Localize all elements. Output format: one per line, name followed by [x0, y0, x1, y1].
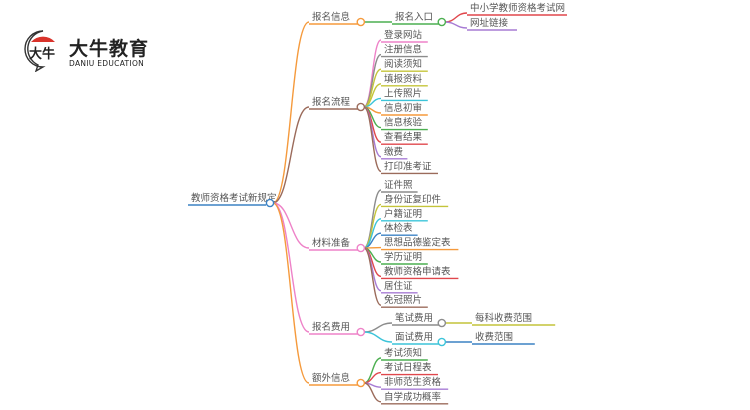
child-node-label[interactable]: 证件照 — [384, 179, 413, 191]
leaf-node-label[interactable]: 网址链接 — [470, 17, 509, 29]
child-node-label[interactable]: 打印准考证 — [384, 160, 432, 172]
leaf-node-label[interactable]: 中小学教师资格考试网 — [470, 2, 565, 14]
child-node-label[interactable]: 查看结果 — [384, 131, 423, 143]
child-node-label[interactable]: 考试须知 — [384, 347, 422, 359]
child-node-label[interactable]: 居住证 — [384, 280, 413, 292]
child-node-label[interactable]: 信息核验 — [384, 117, 423, 129]
child-node-label[interactable]: 阅读须知 — [384, 58, 422, 70]
expand-collapse-toggle[interactable] — [437, 318, 447, 328]
logo-mark-text: 大牛 — [29, 46, 55, 62]
branch-node-label[interactable]: 报名费用 — [312, 321, 350, 333]
brand-logo: 大牛 大牛教育 DANIU EDUCATION — [22, 28, 182, 72]
branch-connector-1 — [272, 106, 310, 204]
leaf-connector-0-0-0 — [444, 12, 468, 23]
expand-collapse-toggle[interactable] — [437, 17, 447, 27]
expand-collapse-toggle[interactable] — [356, 17, 366, 27]
child-node-label[interactable]: 上传照片 — [384, 87, 422, 99]
branch-node-label[interactable]: 材料准备 — [312, 237, 351, 249]
expand-collapse-toggle[interactable] — [356, 378, 366, 388]
child-connector-4-0 — [363, 357, 382, 384]
logo-name-en: DANIU EDUCATION — [69, 59, 145, 68]
child-node-label[interactable]: 信息初审 — [384, 102, 422, 114]
child-node-label[interactable]: 面试费用 — [395, 331, 433, 343]
child-node-label[interactable]: 笔试费用 — [395, 312, 433, 324]
child-connector-3-0 — [363, 322, 393, 333]
child-node-label[interactable]: 注册信息 — [384, 44, 422, 56]
child-node-label[interactable]: 登录网站 — [384, 29, 423, 41]
branch-node-label[interactable]: 报名信息 — [312, 11, 350, 23]
child-node-label[interactable]: 体检表 — [384, 222, 413, 234]
child-connector-1-8 — [363, 106, 382, 158]
child-node-label[interactable]: 非师范生资格 — [384, 376, 442, 388]
child-node-label[interactable]: 教师资格申请表 — [384, 265, 451, 277]
child-node-label[interactable]: 身份证复印件 — [384, 193, 442, 205]
child-connector-1-9 — [363, 106, 382, 173]
leaf-node-label[interactable]: 每科收费范围 — [475, 312, 532, 324]
branch-connector-2 — [272, 202, 310, 249]
child-connector-3-1 — [363, 331, 393, 343]
child-node-label[interactable]: 自学成功概率 — [384, 391, 442, 403]
branch-node-label[interactable]: 额外信息 — [312, 372, 350, 384]
expand-collapse-toggle[interactable] — [356, 102, 366, 112]
logo-name-cn: 大牛教育 — [69, 38, 150, 60]
child-connector-4-3 — [363, 382, 382, 403]
child-node-label[interactable]: 填报资料 — [384, 73, 423, 85]
child-node-label[interactable]: 思想品德鉴定表 — [384, 237, 451, 249]
child-node-label[interactable]: 学历证明 — [384, 251, 422, 263]
expand-collapse-toggle[interactable] — [356, 243, 366, 253]
branch-connector-4 — [272, 202, 310, 384]
child-node-label[interactable]: 考试日程表 — [384, 362, 432, 374]
root-expand-collapse-toggle[interactable] — [265, 198, 275, 208]
child-node-label[interactable]: 报名入口 — [395, 11, 433, 23]
daniu-logo-icon: 大牛 — [24, 30, 55, 72]
branch-connector-0 — [272, 21, 310, 204]
child-node-label[interactable]: 户籍证明 — [384, 208, 422, 220]
expand-collapse-toggle[interactable] — [437, 337, 447, 347]
leaf-connector-0-0-1 — [444, 21, 468, 29]
root-node-label[interactable]: 教师资格考试新规定 — [191, 192, 277, 204]
branch-connector-3 — [272, 202, 310, 333]
child-node-label[interactable]: 免冠照片 — [384, 294, 422, 306]
leaf-node-label[interactable]: 收费范围 — [475, 331, 513, 343]
child-node-label[interactable]: 缴费 — [384, 146, 403, 158]
child-connector-2-8 — [363, 247, 382, 306]
branch-node-label[interactable]: 报名流程 — [312, 96, 351, 108]
expand-collapse-toggle[interactable] — [356, 327, 366, 337]
